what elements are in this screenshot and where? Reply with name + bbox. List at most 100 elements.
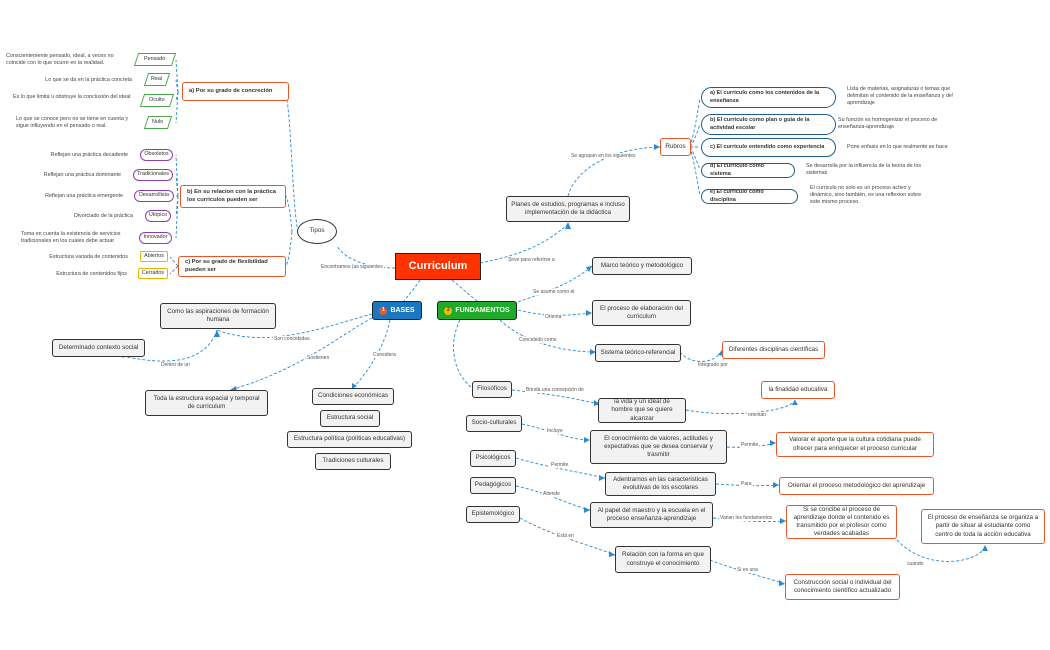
label-para: Para [740,481,753,487]
rubro-desc: Lista de materias, asignaturas o temas q… [847,86,954,107]
tag-label: Desarrollista [139,192,169,199]
tag-abiertos[interactable]: Abiertos [140,251,168,262]
group-label: c) Por su grado de flexibilidad pueden s… [185,258,268,273]
rubro-item[interactable]: a) El curriculo como los contenidos de l… [701,87,836,108]
maestro-node[interactable]: Al papel del maestro y la escuela en el … [590,502,713,528]
valores-node[interactable]: El conocimiento de valores, actitudes y … [590,430,727,464]
sistema-node[interactable]: Sistema teórico-referencial [595,344,681,362]
tipos-practica[interactable]: b) En su relacion con la práctica los cu… [180,185,286,208]
tag-label: Abiertos [144,252,164,259]
label-sostienen: Sostienen [306,355,331,361]
tag-cerrados[interactable]: Cerrados [138,268,168,279]
tag-real[interactable]: Real [143,73,171,86]
tradiciones-node[interactable]: Tradiciones culturales [315,453,391,470]
filosoficos-node[interactable]: Filosóficos [472,381,512,398]
estructura-politica-node[interactable]: Estructura política (políticas educativa… [287,431,412,448]
estudiante-centro-node[interactable]: El proceso de enseñanza se organiza a pa… [921,509,1045,544]
estructura-node[interactable]: Toda la estructura espacial y temporal d… [145,390,268,416]
tipos-node[interactable]: Tipos [297,219,337,244]
valorar-node[interactable]: Valorar el aporte que la cultura cotidia… [776,432,934,457]
node-text: Psicológicos [475,454,511,462]
label-orientan: orientan [747,412,768,418]
node-text: Determinado contexto social [58,343,139,351]
label-brinda: Brinda una concepción de [525,387,585,393]
label-agrupan: Se agrupan en los siguientes [570,153,637,159]
conocimiento-node[interactable]: Relación con la forma en que construye e… [615,546,711,573]
node-text: Toda la estructura espacial y temporal d… [153,394,260,410]
tag-pensado[interactable]: Pensado [133,53,177,66]
tag-label: Oculto [149,96,165,103]
label-permite-2: Permite [550,462,570,468]
label-integrado: Integrado por [697,362,729,368]
tag-oculto[interactable]: Oculto [139,94,175,107]
node-text: Socio-culturales [471,419,517,427]
node-text: la finalidad educativa [768,385,828,393]
tipos-concrecion[interactable]: a) Por su grado de concreción [182,82,289,101]
condiciones-node[interactable]: Condiciones económicas [312,388,394,405]
tag-label: Cerrados [141,269,165,276]
vida-ideal-node[interactable]: la vida y un ideal de hombre que se quie… [598,398,686,423]
desc-cerrados: Estructura de contenidos fijos [56,271,127,277]
label-asume: Se asume como el [532,289,576,295]
label-cuando: cuando [906,561,925,567]
desc-desarrollista: Reflejan una práctica emergente [45,193,123,199]
rubro-label: c) El curriculo entendido como experienc… [710,143,825,150]
planes-node[interactable]: Planes de estudios, programas e incluso … [506,196,630,222]
construccion-node[interactable]: Construcción social o individual del con… [785,574,900,600]
label-orienta: Orienta [544,314,563,320]
concibe-node[interactable]: Si se concibe el proceso de aprendizaje … [786,505,897,539]
group-label: a) Por su grado de concreción [189,87,273,94]
orientar-node[interactable]: Orientar el proceso metodológico del apr… [779,477,934,495]
node-text: Tradiciones culturales [322,457,384,465]
rubro-item[interactable]: d) El curriculo como sistema [701,163,795,178]
bases-number-icon: 1 [379,306,388,315]
tag-innovador[interactable]: Innovador [139,232,172,244]
aspiraciones-node[interactable]: Como las aspiraciones de formación human… [160,303,276,329]
tag-label: Nulo [152,118,164,125]
evolutivas-node[interactable]: Adentrarnos en las caracteristicas evolu… [605,472,716,496]
proceso-node[interactable]: El proceso de elaboración del curriculum [592,300,691,326]
node-text: la vida y un ideal de hombre que se quie… [611,398,673,422]
fundamentos-number-icon: 2 [444,306,453,315]
rubro-item[interactable]: e) El curriculo como disciplina [701,189,798,204]
estructura-social-node[interactable]: Estructura social [320,410,380,427]
desc-pensado: Conscientemente pensado, ideal, a veces … [6,53,114,67]
desc-obsoletos: Reflejan una práctica decadente [50,152,128,158]
rubro-item[interactable]: c) El curriculo entendido como experienc… [701,138,836,157]
finalidad-node[interactable]: la finalidad educativa [761,381,835,399]
socioculturales-node[interactable]: Socio-culturales [466,415,522,432]
tag-nulo[interactable]: Nulo [143,116,173,129]
tipos-flexibilidad[interactable]: c) Por su grado de flexibilidad pueden s… [178,256,286,277]
tag-label: Pensado [144,55,166,62]
root-label: Curriculum [408,260,468,273]
tag-utopico[interactable]: Utópico [145,210,171,222]
rubro-item[interactable]: b) El curriculo como plan o guia de la a… [701,114,836,135]
rubros-node[interactable]: Rubros [660,138,691,156]
node-text: Marco teórico y metodológico [600,261,684,269]
tag-tradicionales[interactable]: Tradicionales [133,169,173,181]
label-permite-1: Permite [740,442,760,448]
tag-obsoletos[interactable]: Obsoletos [140,149,173,161]
pedagogicos-node[interactable]: Pedagógicos [470,477,516,494]
desc-abiertos: Estructura variada de contenidos [49,254,128,260]
node-text: Relación con la forma en que construye e… [622,551,704,567]
epistemologico-node[interactable]: Epistemológico [466,506,520,523]
contexto-node[interactable]: Determinado contexto social [52,339,145,357]
desc-innovador: Toma en cuenta la existencia de servicio… [21,231,121,245]
psicologicos-node[interactable]: Psicológicos [470,450,516,467]
tipos-text: Tipos [309,227,325,235]
node-text: El conocimiento de valores, actitudes y … [604,434,713,459]
node-text: Orientar el proceso metodológico del apr… [787,481,926,489]
fundamentos-label: FUNDAMENTOS [455,306,510,314]
root-node[interactable]: Curriculum [395,253,481,280]
disciplinas-node[interactable]: Diferentes disciplinas científicas [722,341,825,359]
node-text: Al papel del maestro y la escuela en el … [597,506,706,522]
node-text: El proceso de elaboración del curriculum [600,304,683,320]
tag-label: Utópico [148,212,168,219]
tag-desarrollista[interactable]: Desarrollista [134,190,174,202]
node-text: Pedagógicos [474,481,512,489]
node-text: Filosóficos [477,385,507,393]
marco-node[interactable]: Marco teórico y metodológico [592,257,692,275]
